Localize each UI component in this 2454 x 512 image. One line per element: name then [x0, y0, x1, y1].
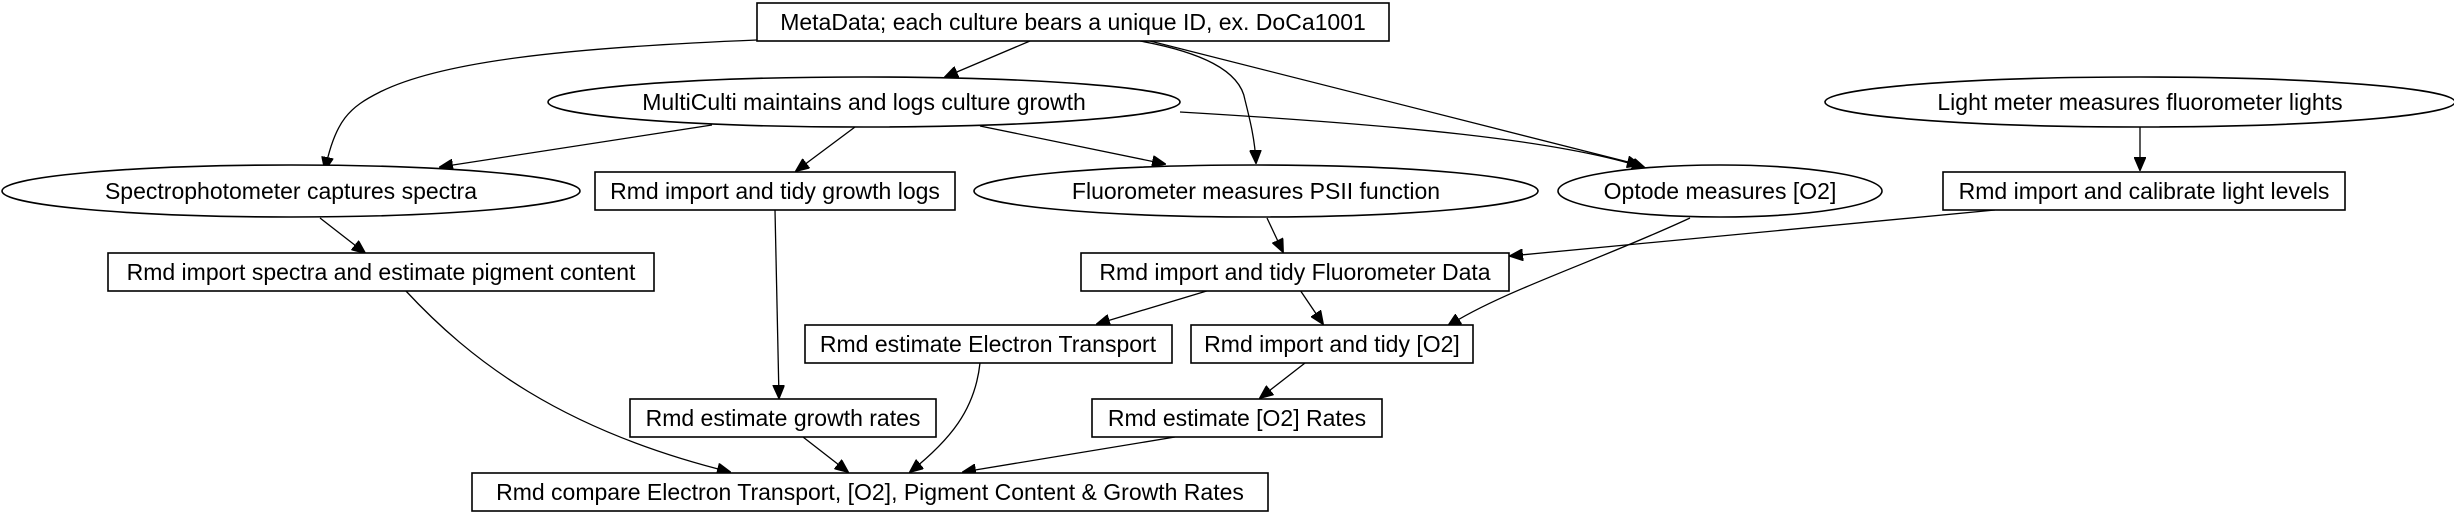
- node-metadata-label: MetaData; each culture bears a unique ID…: [780, 9, 1366, 35]
- node-growthlogs-label: Rmd import and tidy growth logs: [610, 178, 940, 204]
- node-lightmeter-ellipse: [1824, 76, 2454, 128]
- edge-growthlogs-to-growthrates: [775, 209, 779, 398]
- edge-tidyfluoro-to-etr: [1097, 289, 1211, 324]
- node-growthrates-box: [629, 398, 937, 438]
- node-tidyfluoro: Rmd import and tidy Fluorometer Data: [1080, 252, 1510, 292]
- node-etr-label: Rmd estimate Electron Transport: [820, 331, 1157, 357]
- edge-growthrates-to-compare: [802, 436, 848, 472]
- node-spectro-ellipse: [1, 164, 581, 218]
- node-metadata-box: [756, 2, 1390, 42]
- edge-multiculti-to-growthlogs: [796, 126, 856, 171]
- edge-tidyo2-to-o2rates: [1260, 362, 1306, 398]
- edge-metadata-to-fluoro: [1139, 40, 1256, 163]
- node-multiculti-label: MultiCulti maintains and logs culture gr…: [642, 89, 1086, 115]
- node-tidyo2: Rmd import and tidy [O2]: [1190, 324, 1474, 364]
- edge-pigment-to-compare: [404, 289, 730, 472]
- node-compare-label: Rmd compare Electron Transport, [O2], Pi…: [496, 479, 1244, 505]
- edge-calibrate-to-tidyfluoro: [1510, 209, 1996, 256]
- node-spectro: Spectrophotometer captures spectra: [1, 164, 581, 218]
- edges-group: [319, 39, 2140, 472]
- edge-etr-to-compare: [910, 362, 981, 472]
- node-o2rates: Rmd estimate [O2] Rates: [1091, 398, 1383, 438]
- node-pigment: Rmd import spectra and estimate pigment …: [107, 252, 655, 292]
- node-etr: Rmd estimate Electron Transport: [804, 324, 1173, 364]
- node-tidyo2-box: [1190, 324, 1474, 364]
- edge-fluoro-to-tidyfluoro: [1266, 217, 1283, 252]
- node-tidyo2-label: Rmd import and tidy [O2]: [1204, 331, 1460, 357]
- node-fluoro-label: Fluorometer measures PSII function: [1072, 178, 1440, 204]
- node-fluoro-ellipse: [973, 164, 1539, 218]
- edge-multiculti-to-spectro: [440, 124, 713, 167]
- node-growthrates: Rmd estimate growth rates: [629, 398, 937, 438]
- node-tidyfluoro-box: [1080, 252, 1510, 292]
- node-compare-box: [471, 472, 1269, 512]
- node-growthlogs-box: [594, 171, 956, 211]
- edge-spectro-to-pigment: [319, 217, 365, 253]
- edge-metadata-to-multiculti: [945, 40, 1031, 77]
- edge-multiculti-to-optode: [1179, 111, 1645, 168]
- node-calibrate: Rmd import and calibrate light levels: [1942, 171, 2346, 211]
- edge-metadata-to-spectro: [325, 39, 758, 170]
- node-calibrate-label: Rmd import and calibrate light levels: [1959, 178, 2330, 204]
- node-growthrates-label: Rmd estimate growth rates: [646, 405, 921, 431]
- node-lightmeter: Light meter measures fluorometer lights: [1824, 76, 2454, 128]
- edge-multiculti-to-fluoro: [979, 125, 1165, 164]
- node-multiculti: MultiCulti maintains and logs culture gr…: [547, 76, 1181, 128]
- node-etr-box: [804, 324, 1173, 364]
- edge-metadata-to-optode: [1149, 40, 1640, 165]
- node-multiculti-ellipse: [547, 76, 1181, 128]
- node-compare: Rmd compare Electron Transport, [O2], Pi…: [471, 472, 1269, 512]
- node-pigment-label: Rmd import spectra and estimate pigment …: [127, 259, 636, 285]
- node-optode-label: Optode measures [O2]: [1604, 178, 1837, 204]
- node-tidyfluoro-label: Rmd import and tidy Fluorometer Data: [1099, 259, 1490, 285]
- edge-optode-to-tidyo2: [1448, 217, 1691, 326]
- node-optode: Optode measures [O2]: [1557, 164, 1883, 218]
- node-metadata: MetaData; each culture bears a unique ID…: [756, 2, 1390, 42]
- node-growthlogs: Rmd import and tidy growth logs: [594, 171, 956, 211]
- node-optode-ellipse: [1557, 164, 1883, 218]
- edge-o2rates-to-compare: [963, 436, 1176, 472]
- node-calibrate-box: [1942, 171, 2346, 211]
- node-o2rates-label: Rmd estimate [O2] Rates: [1108, 405, 1366, 431]
- node-o2rates-box: [1091, 398, 1383, 438]
- node-spectro-label: Spectrophotometer captures spectra: [105, 178, 477, 204]
- node-pigment-box: [107, 252, 655, 292]
- node-lightmeter-label: Light meter measures fluorometer lights: [1937, 89, 2342, 115]
- node-fluoro: Fluorometer measures PSII function: [973, 164, 1539, 218]
- edge-tidyfluoro-to-tidyo2: [1299, 289, 1323, 324]
